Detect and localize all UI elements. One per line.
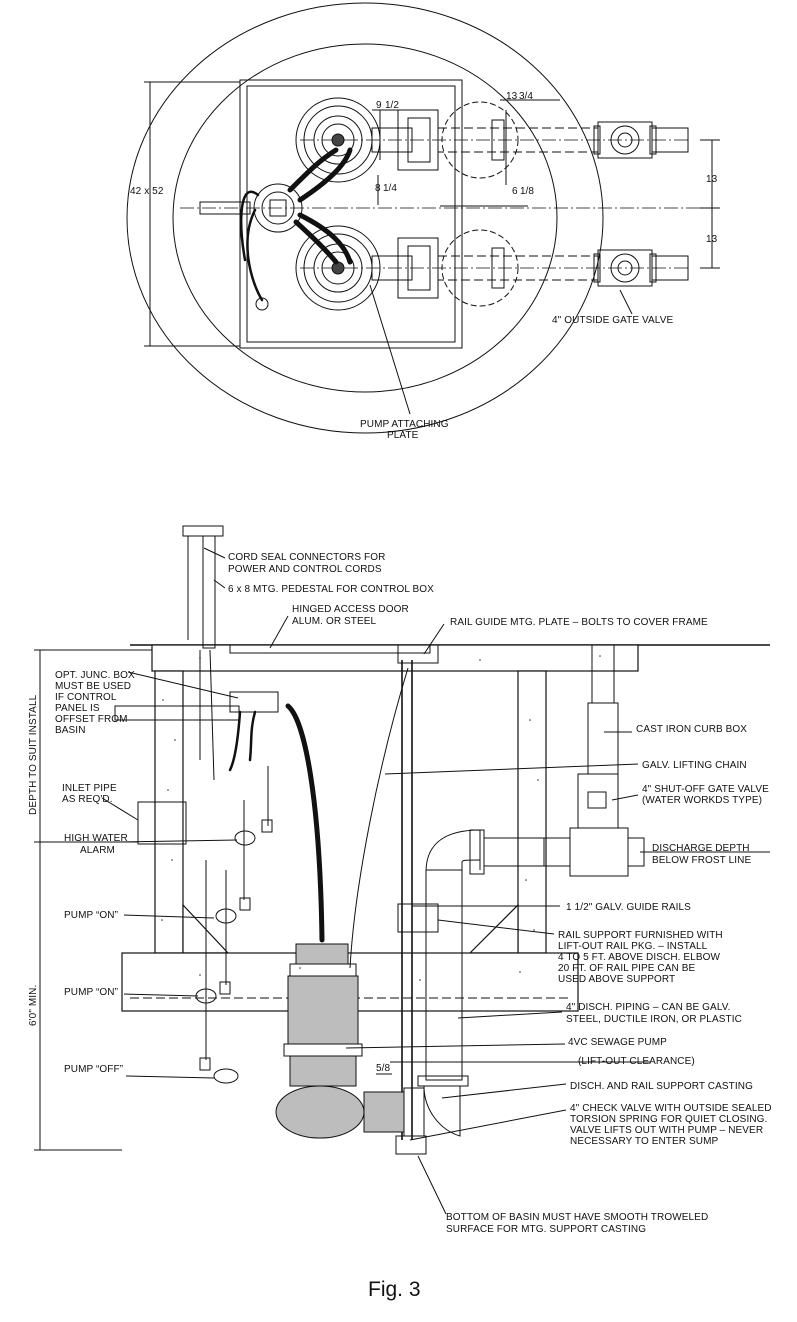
guide-rails-label: 1 1/2" GALV. GUIDE RAILS xyxy=(566,902,691,913)
cord-seal-label-1: CORD SEAL CONNECTORS FOR xyxy=(228,552,385,563)
right-wall xyxy=(517,670,547,954)
junc-box-label-1: OPT. JUNC. BOX xyxy=(55,670,135,681)
float-switches xyxy=(195,766,273,1084)
section-dimensions xyxy=(34,649,650,1151)
junc-box-label-4: PANEL IS xyxy=(55,703,100,714)
dim-42x52: 42 x 52 xyxy=(130,186,164,197)
left-wall xyxy=(154,670,184,954)
dim-13-3-4: 13 xyxy=(506,91,518,102)
rail-support-label-3: 4 TO 5 FT. ABOVE DISCH. ELBOW xyxy=(558,952,720,963)
gate-valve-label: 4" OUTSIDE GATE VALVE xyxy=(552,315,673,326)
six-ft-min-label: 6'0" MIN. xyxy=(28,985,39,1026)
discharge-depth-label-1: DISCHARGE DEPTH xyxy=(652,843,750,854)
plan-junction-box xyxy=(199,147,353,311)
basin-inner-circle xyxy=(172,43,558,393)
plan-gate-valves xyxy=(593,121,657,287)
dim-8-1-4-frac: 1/4 xyxy=(383,183,397,194)
power-cord xyxy=(285,703,325,943)
section-view: CORD SEAL CONNECTORS FOR POWER AND CONTR… xyxy=(28,525,772,1235)
lower-pump-plan xyxy=(295,225,519,311)
disch-piping-label-1: 4" DISCH. PIPING – CAN BE GALV. xyxy=(566,1002,730,1013)
rail-support xyxy=(397,903,439,933)
inlet-pipe-label-2: AS REQ'D. xyxy=(62,794,113,805)
figure-caption: Fig. 3 xyxy=(368,1278,421,1301)
pedestal-label: 6 x 8 MTG. PEDESTAL FOR CONTROL BOX xyxy=(228,584,434,595)
plan-view: 9 1/2 13 3/4 8 1/4 6 1/8 42 x 52 13 13 4… xyxy=(126,2,720,441)
bottom-label-1: BOTTOM OF BASIN MUST HAVE SMOOTH TROWELE… xyxy=(446,1212,708,1223)
high-water-label-2: ALARM xyxy=(80,845,115,856)
attach-plate-label-1: PUMP ATTACHING xyxy=(360,419,449,430)
check-valve-label-3: VALVE LIFTS OUT WITH PUMP – NEVER xyxy=(570,1125,763,1136)
rail-support-label-5: USED ABOVE SUPPORT xyxy=(558,974,675,985)
dim-5-8-label: 5/8 xyxy=(376,1063,391,1074)
lifting-chain-label: GALV. LIFTING CHAIN xyxy=(642,760,747,771)
shutoff-valve xyxy=(543,644,645,877)
junc-box-label-6: BASIN xyxy=(55,725,86,736)
plan-dimensions xyxy=(144,81,720,415)
rail-support-label-4: 20 FT. OF RAIL PIPE CAN BE xyxy=(558,963,695,974)
pump-off-label: PUMP “OFF” xyxy=(64,1064,123,1075)
access-door xyxy=(229,644,431,654)
basin-outer-circle xyxy=(126,2,604,434)
control-box-top xyxy=(182,525,224,537)
junc-box-label-2: MUST BE USED xyxy=(55,681,131,692)
rail-guide-plate xyxy=(397,644,439,664)
junc-box-label-3: IF CONTROL xyxy=(55,692,117,703)
cord-seal-label-2: POWER AND CONTROL CORDS xyxy=(228,564,382,575)
check-valve-label-1: 4" CHECK VALVE WITH OUTSIDE SEALED xyxy=(570,1103,772,1114)
dim-9-half-frac: 1/2 xyxy=(385,100,399,111)
control-cord-1 xyxy=(228,710,242,772)
discharge-depth-label-2: BELOW FROST LINE xyxy=(652,855,751,866)
dim-9-half: 9 xyxy=(376,100,382,111)
depth-to-suit-label: DEPTH TO SUIT INSTALL xyxy=(28,694,39,815)
dim-6-1-8: 6 xyxy=(512,186,518,197)
dim-13-lower: 13 xyxy=(706,234,718,245)
junction-box xyxy=(229,691,279,713)
sewage-pump-label: 4VC SEWAGE PUMP xyxy=(568,1037,667,1048)
access-door-label-1: HINGED ACCESS DOOR xyxy=(292,604,409,615)
shutoff-valve-label-2: (WATER WORKDS TYPE) xyxy=(642,795,762,806)
check-valve-label-2: TORSION SPRING FOR QUIET CLOSING. xyxy=(570,1114,767,1125)
dim-13-upper: 13 xyxy=(706,174,718,185)
mtg-pedestal xyxy=(202,535,216,649)
leader-lines xyxy=(101,547,770,1215)
rail-support-label-1: RAIL SUPPORT FURNISHED WITH xyxy=(558,930,723,941)
rail-guide-plate-label: RAIL GUIDE MTG. PLATE – BOLTS TO COVER F… xyxy=(450,617,708,628)
check-valve-label-4: NECESSARY TO ENTER SUMP xyxy=(570,1136,718,1147)
junc-box-label-5: OFFSET FROM xyxy=(55,714,128,725)
dim-6-1-8-frac: 1/8 xyxy=(520,186,534,197)
cover-frame-inner xyxy=(246,85,456,343)
shutoff-valve-label-1: 4" SHUT-OFF GATE VALVE xyxy=(642,784,769,795)
lifting-chain xyxy=(349,667,409,969)
bottom-label-2: SURFACE FOR MTG. SUPPORT CASTING xyxy=(446,1224,646,1235)
dim-8-1-4: 8 xyxy=(375,183,381,194)
pump-on-2-label: PUMP “ON” xyxy=(64,987,118,998)
inlet-pipe-label-1: INLET PIPE xyxy=(62,783,117,794)
access-door-label-2: ALUM. OR STEEL xyxy=(292,616,377,627)
liftout-clearance-label: (LIFT-OUT CLEARANCE) xyxy=(578,1056,695,1067)
top-slab xyxy=(151,644,639,672)
rail-support-label-2: LIFT-OUT RAIL PKG. – INSTALL xyxy=(558,941,708,952)
sewage-pump xyxy=(275,943,425,1139)
discharge-piping xyxy=(395,829,545,1155)
dim-13-3-4-frac: 3/4 xyxy=(519,91,533,102)
disch-piping-label-2: STEEL, DUCTILE IRON, OR PLASTIC xyxy=(566,1014,742,1025)
high-water-label-1: HIGH WATER xyxy=(64,833,128,844)
inlet-pipe xyxy=(137,801,187,845)
control-cord-2 xyxy=(248,710,257,762)
disch-casting-label: DISCH. AND RAIL SUPPORT CASTING xyxy=(570,1081,753,1092)
float-cord-b xyxy=(209,649,215,781)
pump-on-1-label: PUMP “ON” xyxy=(64,910,118,921)
curb-box-label: CAST IRON CURB BOX xyxy=(636,724,747,735)
attach-plate-label-2: PLATE xyxy=(387,430,419,441)
